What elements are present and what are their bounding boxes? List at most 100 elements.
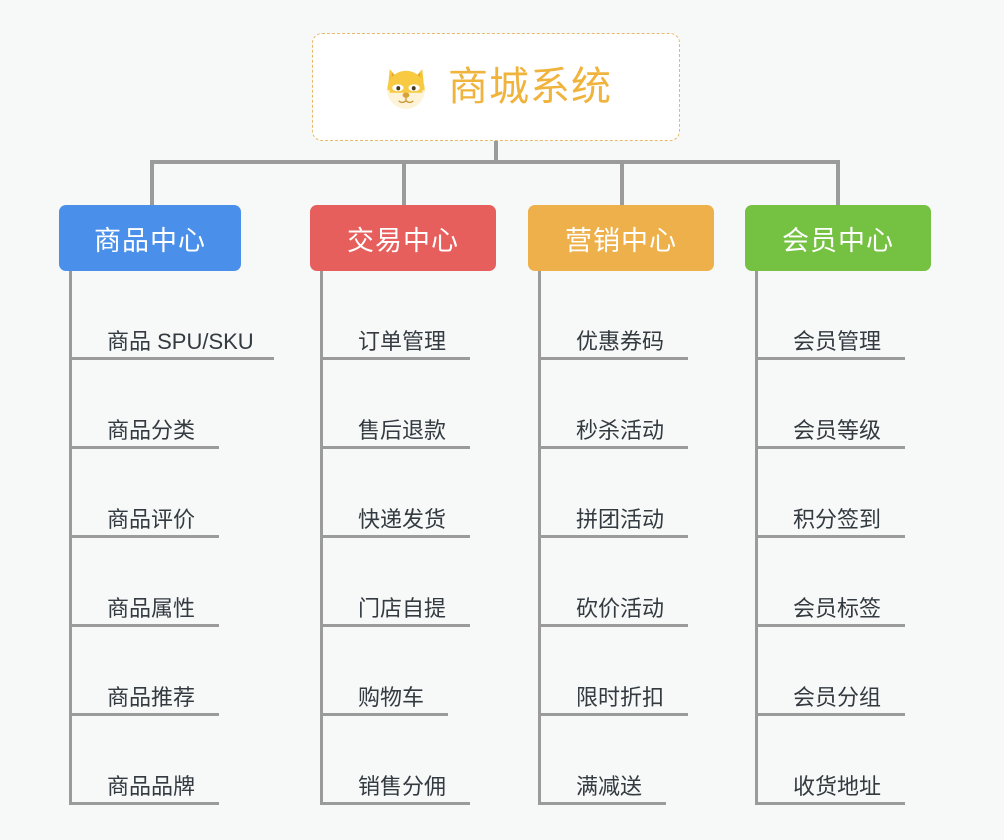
- leaf-underline: [538, 713, 688, 716]
- connector-drop-4: [836, 160, 840, 206]
- leaf-item[interactable]: 砍价活动: [528, 538, 750, 627]
- leaf-item[interactable]: 收货地址: [745, 716, 967, 805]
- leaf-underline: [69, 802, 219, 805]
- branch-column-3: 营销中心 优惠券码 秒杀活动 拼团活动 砍价活动 限时折扣: [528, 205, 750, 805]
- leaf-item[interactable]: 订单管理: [310, 271, 532, 360]
- leaf-item[interactable]: 门店自提: [310, 538, 532, 627]
- connector-horizontal-bar: [150, 160, 840, 164]
- category-header-4[interactable]: 会员中心: [745, 205, 931, 271]
- leaf-underline: [755, 624, 905, 627]
- leaf-underline: [320, 357, 470, 360]
- leaf-label: 购物车: [358, 685, 425, 710]
- leaf-label: 会员标签: [793, 596, 882, 621]
- leaf-underline: [69, 446, 219, 449]
- leaf-label: 商品属性: [107, 596, 196, 621]
- leaf-list-2: 订单管理 售后退款 快递发货 门店自提 购物车 销售分佣: [310, 271, 532, 805]
- leaf-label: 销售分佣: [358, 774, 447, 799]
- leaf-label: 售后退款: [358, 418, 447, 443]
- leaf-underline: [320, 802, 470, 805]
- leaf-underline: [755, 535, 905, 538]
- leaf-item[interactable]: 限时折扣: [528, 627, 750, 716]
- leaf-item[interactable]: 快递发货: [310, 449, 532, 538]
- leaf-item[interactable]: 会员管理: [745, 271, 967, 360]
- leaf-item[interactable]: 商品 SPU/SKU: [59, 271, 281, 360]
- leaf-underline: [755, 357, 905, 360]
- leaf-underline: [69, 535, 219, 538]
- leaf-label: 会员等级: [793, 418, 882, 443]
- leaf-label: 商品品牌: [107, 774, 196, 799]
- leaf-label: 秒杀活动: [576, 418, 665, 443]
- leaf-list-4: 会员管理 会员等级 积分签到 会员标签 会员分组 收货地址: [745, 271, 967, 805]
- leaf-underline: [538, 802, 666, 805]
- root-node-content: 商城系统: [380, 61, 612, 113]
- connector-root-stem: [494, 141, 498, 164]
- category-title-2: 交易中心: [347, 225, 459, 256]
- leaf-underline: [320, 713, 448, 716]
- leaf-label: 门店自提: [358, 596, 447, 621]
- leaf-underline: [755, 446, 905, 449]
- leaf-rail-4: [755, 271, 758, 805]
- leaf-label: 优惠券码: [576, 329, 665, 354]
- leaf-item[interactable]: 售后退款: [310, 360, 532, 449]
- leaf-label: 拼团活动: [576, 507, 665, 532]
- leaf-underline: [69, 357, 274, 360]
- branch-column-2: 交易中心 订单管理 售后退款 快递发货 门店自提 购物车: [310, 205, 532, 805]
- leaf-label: 满减送: [576, 774, 643, 799]
- leaf-underline: [320, 446, 470, 449]
- leaf-list-1: 商品 SPU/SKU 商品分类 商品评价 商品属性 商品推荐 商品品牌: [59, 271, 281, 805]
- category-header-3[interactable]: 营销中心: [528, 205, 714, 271]
- leaf-item[interactable]: 优惠券码: [528, 271, 750, 360]
- leaf-item[interactable]: 商品属性: [59, 538, 281, 627]
- leaf-label: 收货地址: [793, 774, 882, 799]
- category-header-1[interactable]: 商品中心: [59, 205, 241, 271]
- leaf-underline: [320, 535, 470, 538]
- category-title-1: 商品中心: [94, 225, 206, 256]
- leaf-item[interactable]: 会员标签: [745, 538, 967, 627]
- leaf-rail-2: [320, 271, 323, 805]
- leaf-underline: [69, 713, 219, 716]
- root-node[interactable]: 商城系统: [312, 33, 680, 141]
- leaf-label: 会员分组: [793, 685, 882, 710]
- leaf-underline: [320, 624, 470, 627]
- branch-column-4: 会员中心 会员管理 会员等级 积分签到 会员标签 会员分组: [745, 205, 967, 805]
- leaf-label: 砍价活动: [576, 596, 665, 621]
- leaf-item[interactable]: 销售分佣: [310, 716, 532, 805]
- leaf-rail-3: [538, 271, 541, 805]
- category-header-2[interactable]: 交易中心: [310, 205, 496, 271]
- leaf-label: 商品分类: [107, 418, 196, 443]
- leaf-label: 订单管理: [358, 329, 447, 354]
- leaf-item[interactable]: 拼团活动: [528, 449, 750, 538]
- leaf-underline: [538, 357, 688, 360]
- leaf-list-3: 优惠券码 秒杀活动 拼团活动 砍价活动 限时折扣 满减送: [528, 271, 750, 805]
- leaf-item[interactable]: 会员等级: [745, 360, 967, 449]
- leaf-item[interactable]: 积分签到: [745, 449, 967, 538]
- category-title-3: 营销中心: [565, 225, 677, 256]
- leaf-rail-1: [69, 271, 72, 805]
- leaf-underline: [538, 624, 688, 627]
- connector-drop-3: [620, 160, 624, 206]
- connector-drop-2: [402, 160, 406, 206]
- root-title: 商城系统: [448, 65, 612, 109]
- leaf-underline: [538, 446, 688, 449]
- leaf-item[interactable]: 秒杀活动: [528, 360, 750, 449]
- connector-drop-1: [150, 160, 154, 206]
- leaf-item[interactable]: 会员分组: [745, 627, 967, 716]
- leaf-label: 限时折扣: [576, 685, 665, 710]
- leaf-label: 快递发货: [358, 507, 447, 532]
- branch-column-1: 商品中心 商品 SPU/SKU 商品分类 商品评价 商品属性 商品推荐: [59, 205, 281, 805]
- leaf-underline: [755, 802, 905, 805]
- leaf-label: 商品推荐: [107, 685, 196, 710]
- leaf-label: 积分签到: [793, 507, 882, 532]
- leaf-item[interactable]: 商品评价: [59, 449, 281, 538]
- leaf-underline: [755, 713, 905, 716]
- leaf-item[interactable]: 满减送: [528, 716, 750, 805]
- leaf-label: 商品评价: [107, 507, 196, 532]
- leaf-underline: [69, 624, 219, 627]
- leaf-label: 会员管理: [793, 329, 882, 354]
- leaf-item[interactable]: 商品品牌: [59, 716, 281, 805]
- leaf-item[interactable]: 购物车: [310, 627, 532, 716]
- leaf-item[interactable]: 商品推荐: [59, 627, 281, 716]
- leaf-item[interactable]: 商品分类: [59, 360, 281, 449]
- shiba-dog-icon: [380, 61, 432, 113]
